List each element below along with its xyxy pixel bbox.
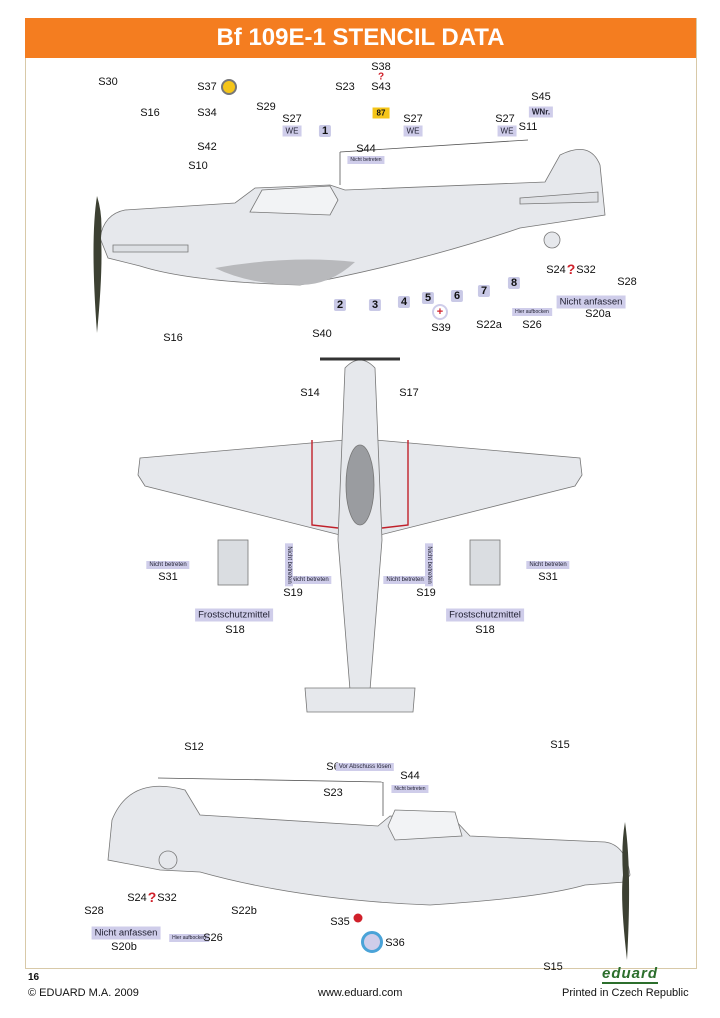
label-s19: S19 bbox=[416, 587, 436, 599]
label-s40: S40 bbox=[312, 328, 332, 340]
label-s14: S14 bbox=[300, 387, 320, 399]
stencil-nicht-anfassen: Nicht anfassen bbox=[556, 295, 626, 309]
number-8: 8 bbox=[507, 277, 521, 289]
stencil-we: WE bbox=[497, 125, 517, 137]
label-s12: S12 bbox=[184, 741, 204, 753]
stencil-wnr: WNr. bbox=[528, 106, 554, 118]
red-dot-icon bbox=[353, 913, 363, 923]
label-s17: S17 bbox=[399, 387, 419, 399]
stencil-nicht-betreten: Nicht betreten bbox=[347, 156, 385, 164]
blue-ring-icon bbox=[361, 931, 383, 953]
stencil-hier-aufbocken: Hier aufbocken bbox=[169, 934, 209, 942]
label-s24: S24 bbox=[127, 892, 147, 904]
number-7: 7 bbox=[477, 285, 491, 297]
red-cross-icon: + bbox=[432, 304, 448, 320]
label-s27: S27 bbox=[282, 113, 302, 125]
label-s30: S30 bbox=[98, 76, 118, 88]
stencil-vor-abschuss: Vor Abschuss lösen bbox=[335, 763, 395, 771]
label-s27: S27 bbox=[403, 113, 423, 125]
number-5: 5 bbox=[421, 292, 435, 304]
side-view-left bbox=[93, 139, 606, 333]
number-3: 3 bbox=[368, 299, 382, 311]
label-s27: S27 bbox=[495, 113, 515, 125]
label-s26: S26 bbox=[203, 932, 223, 944]
label-s16: S16 bbox=[140, 107, 160, 119]
label-s32: S32 bbox=[157, 892, 177, 904]
stencil-we: WE bbox=[403, 125, 423, 137]
label-s22b: S22b bbox=[231, 905, 257, 917]
stencil-nicht-betreten: Nicht betreten bbox=[425, 543, 433, 587]
stencil-nicht-betreten: Nicht betreten bbox=[526, 561, 570, 569]
printed-in: Printed in Czech Republic bbox=[562, 987, 689, 999]
copyright: © EDUARD M.A. 2009 bbox=[28, 987, 139, 999]
label-s15: S15 bbox=[543, 961, 563, 973]
question-mark: ? bbox=[147, 889, 157, 905]
triangle-87: 87 bbox=[372, 107, 390, 119]
plan-view bbox=[137, 357, 583, 713]
label-s18: S18 bbox=[225, 624, 245, 636]
label-s10: S10 bbox=[188, 160, 208, 172]
stencil-we: WE bbox=[282, 125, 302, 137]
stencil-nicht-betreten: Nicht betreten bbox=[391, 785, 429, 793]
label-s38: S38 bbox=[371, 61, 391, 73]
label-s11: S11 bbox=[518, 121, 538, 133]
label-s31: S31 bbox=[538, 571, 558, 583]
label-s24: S24 bbox=[546, 264, 566, 276]
question-mark: ? bbox=[566, 261, 576, 277]
side-view-right bbox=[107, 777, 631, 960]
page-title: Bf 109E-1 STENCIL DATA bbox=[25, 18, 696, 58]
label-s18: S18 bbox=[475, 624, 495, 636]
label-s20a: S20a bbox=[585, 308, 611, 320]
number-6: 6 bbox=[450, 290, 464, 302]
page-frame bbox=[25, 18, 697, 969]
label-s29: S29 bbox=[256, 101, 276, 113]
number-1: 1 bbox=[318, 125, 332, 137]
label-s43: S43 bbox=[371, 81, 391, 93]
stencil-nicht-betreten: Nicht betreten bbox=[383, 576, 427, 584]
label-s42: S42 bbox=[197, 141, 217, 153]
label-s34: S34 bbox=[197, 107, 217, 119]
page-number: 16 bbox=[28, 972, 40, 983]
label-s44: S44 bbox=[400, 770, 420, 782]
label-s39: S39 bbox=[431, 322, 451, 334]
label-s31: S31 bbox=[158, 571, 178, 583]
question-mark: ? bbox=[377, 71, 385, 83]
label-s16: S16 bbox=[163, 332, 183, 344]
website-link[interactable]: www.eduard.com bbox=[318, 987, 403, 999]
label-s36: S36 bbox=[385, 937, 405, 949]
label-s44: S44 bbox=[356, 143, 376, 155]
stencil-hier-aufbocken: Hier aufbocken bbox=[512, 308, 552, 316]
stencil-frostschutzmittel: Frostschutzmittel bbox=[195, 608, 273, 622]
label-s22a: S22a bbox=[476, 319, 502, 331]
label-s35: S35 bbox=[330, 916, 350, 928]
label-s23: S23 bbox=[335, 81, 355, 93]
stencil-nicht-betreten: Nicht betreten bbox=[146, 561, 190, 569]
label-s26: S26 bbox=[522, 319, 542, 331]
number-2: 2 bbox=[333, 299, 347, 311]
yellow-circle-icon bbox=[221, 79, 237, 95]
label-s32: S32 bbox=[576, 264, 596, 276]
number-4: 4 bbox=[397, 296, 411, 308]
stencil-nicht-betreten: Nicht betreten bbox=[285, 543, 293, 587]
label-s15: S15 bbox=[550, 739, 570, 751]
eduard-logo: eduard bbox=[602, 965, 659, 984]
stencil-frostschutzmittel: Frostschutzmittel bbox=[446, 608, 524, 622]
stencil-nicht-anfassen: Nicht anfassen bbox=[91, 926, 161, 940]
label-s19: S19 bbox=[283, 587, 303, 599]
stencil-nicht-betreten: Nicht betreten bbox=[288, 576, 332, 584]
label-s20b: S20b bbox=[111, 941, 137, 953]
label-s28: S28 bbox=[84, 905, 104, 917]
label-s28: S28 bbox=[617, 276, 637, 288]
label-s23: S23 bbox=[323, 787, 343, 799]
label-s37: S37 bbox=[197, 81, 217, 93]
label-s45: S45 bbox=[531, 91, 551, 103]
